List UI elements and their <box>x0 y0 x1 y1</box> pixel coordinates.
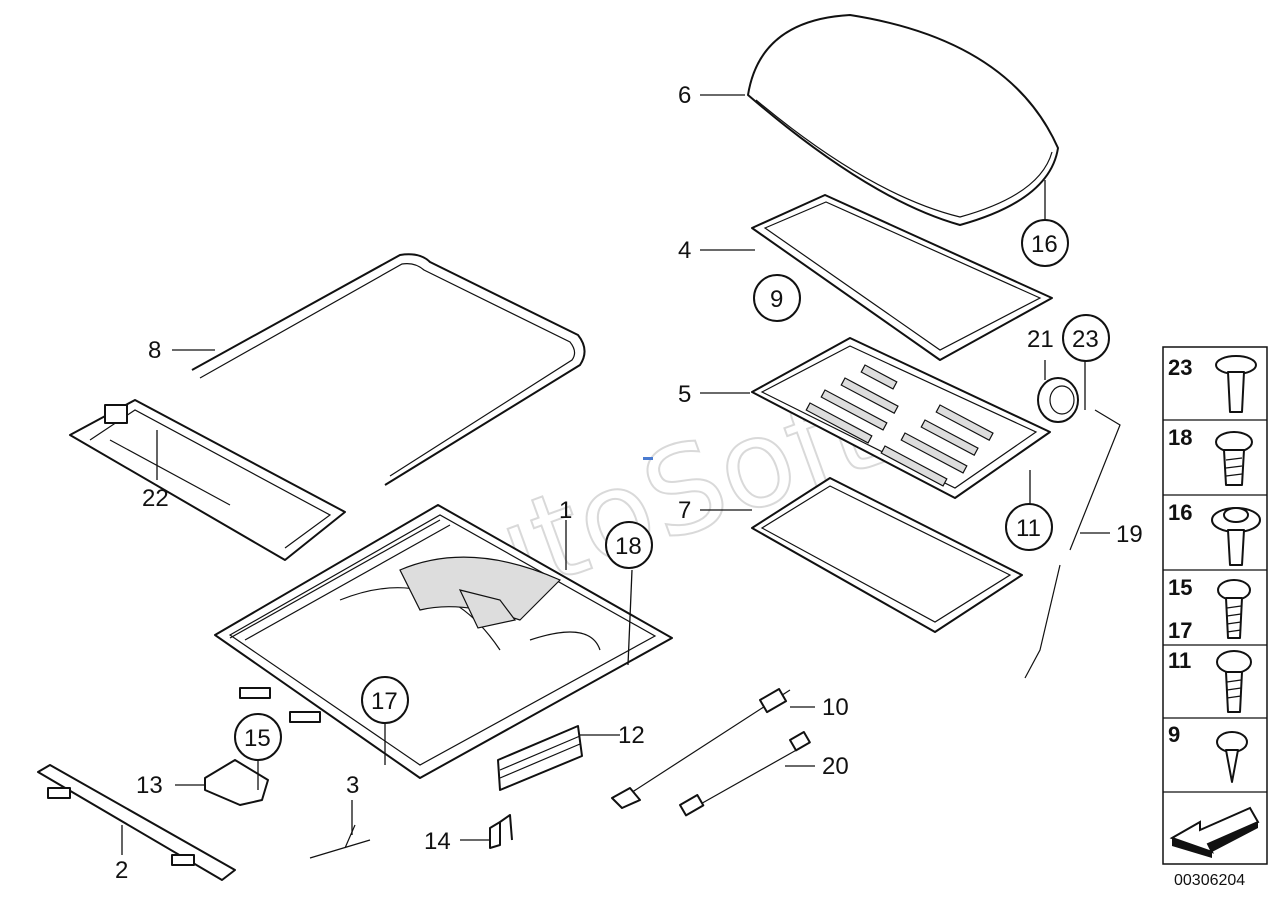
part-20-drive-cable <box>678 731 811 817</box>
ring-18 <box>605 521 653 569</box>
callout-7: 7 <box>678 497 691 524</box>
ring-11 <box>1005 503 1053 551</box>
callout-rings <box>234 219 1110 761</box>
callout-13: 13 <box>136 772 163 799</box>
callout-4: 4 <box>678 237 691 264</box>
part-4-lid-seal <box>751 194 1053 361</box>
ring-15 <box>234 713 282 761</box>
part-10-drive-cable <box>611 688 791 809</box>
callout-14: 14 <box>424 828 451 855</box>
legend-label-23: 23 <box>1168 355 1192 380</box>
part-19-drain-hose <box>1024 409 1121 679</box>
callout-1: 1 <box>559 497 572 524</box>
part-21-grommet <box>1037 377 1079 423</box>
legend-label-18: 18 <box>1168 425 1192 450</box>
legend-label-9: 9 <box>1168 722 1180 747</box>
reference-number: 00306204 <box>1174 872 1245 889</box>
part-8-weatherstrip <box>191 253 586 486</box>
callout-16: 16 <box>1031 231 1058 258</box>
legend-label-15: 15 <box>1168 575 1192 600</box>
part-5-panel <box>751 337 1051 499</box>
ring-9 <box>753 274 801 322</box>
callout-3: 3 <box>346 772 359 799</box>
callout-2: 2 <box>115 857 128 884</box>
callout-19: 19 <box>1116 521 1143 548</box>
part-13-bracket <box>204 759 269 806</box>
ring-23 <box>1062 314 1110 362</box>
push-rivet-icon <box>1215 355 1257 413</box>
legend-label-11: 11 <box>1168 648 1191 673</box>
callout-17: 17 <box>371 688 398 715</box>
part-3-cable <box>309 824 371 859</box>
washer-screw-icon <box>1211 507 1261 566</box>
callout-9: 9 <box>770 286 783 313</box>
part-2-front-trim <box>37 764 236 881</box>
part-22-wind-deflector <box>69 399 346 561</box>
callout-21: 21 <box>1027 326 1054 353</box>
part-1-sunroof-frame <box>214 504 673 779</box>
direction-arrow-icon <box>1169 806 1260 858</box>
callout-22: 22 <box>142 485 169 512</box>
callout-18: 18 <box>615 533 642 560</box>
callout-8: 8 <box>148 337 161 364</box>
ring-17 <box>361 676 409 724</box>
callout-15: 15 <box>244 725 271 752</box>
callout-labels: 6 16 4 9 21 23 5 8 22 7 1 11 19 18 17 10… <box>115 82 1143 884</box>
part-14-clip <box>489 814 513 849</box>
tapping-screw-icon <box>1216 731 1248 783</box>
part-12-guide <box>497 725 583 791</box>
legend-label-16: 16 <box>1168 500 1192 525</box>
callout-6: 6 <box>678 82 691 109</box>
callout-11: 11 <box>1016 515 1041 542</box>
long-screw-icon <box>1217 579 1251 639</box>
blue-marker <box>643 457 653 460</box>
callout-20: 20 <box>822 753 849 780</box>
callout-5: 5 <box>678 381 691 408</box>
callout-23: 23 <box>1072 326 1099 353</box>
pan-screw-icon <box>1216 650 1252 713</box>
fastener-legend: 23 18 16 15 17 11 <box>1162 346 1268 865</box>
part-7-frame-seal <box>751 477 1023 633</box>
part-6-glass-lid <box>747 14 1059 226</box>
callout-12: 12 <box>618 722 645 749</box>
legend-label-17: 17 <box>1168 618 1192 643</box>
callout-10: 10 <box>822 694 849 721</box>
ring-16 <box>1021 219 1069 267</box>
flange-screw-icon <box>1215 431 1253 486</box>
